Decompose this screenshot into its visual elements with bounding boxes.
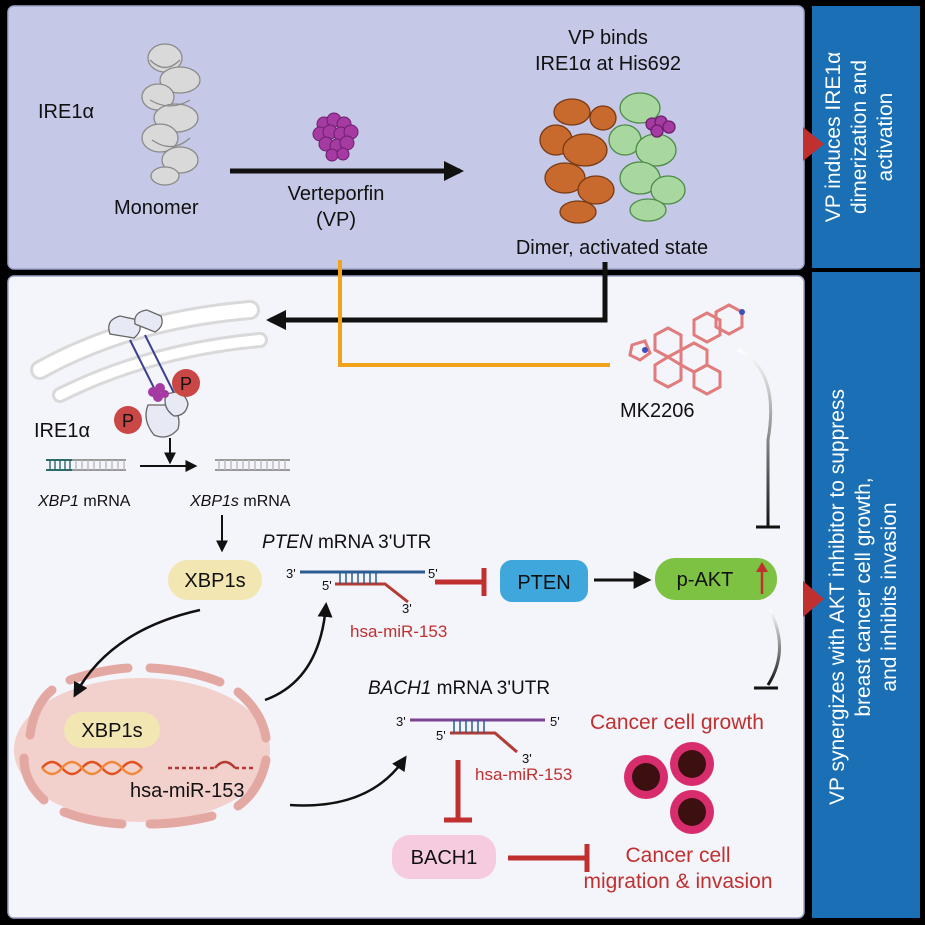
pten-mir-5prime: 5': [322, 578, 332, 593]
monomer-caption: Monomer: [114, 197, 199, 219]
mk2206-molecule-icon: [628, 303, 745, 396]
dimer-caption: Dimer, activated state: [516, 237, 708, 259]
nucleus-xbp1s-box: [64, 712, 160, 748]
bach1-mir-5prime: 5': [436, 728, 446, 743]
bach1-utr-3prime: 3': [396, 714, 406, 729]
bach1-utr-duplex-icon: [410, 718, 545, 754]
pten-utr-duplex-icon: [300, 570, 425, 604]
pten-mir-3prime: 3': [402, 601, 412, 616]
pten-box-label: PTEN: [517, 572, 570, 594]
pten-utr-3prime: 3': [286, 566, 296, 581]
drug-label-line-2: (VP): [316, 209, 356, 231]
bach1-mir-label: hsa-miR-153: [475, 765, 572, 784]
sidebar-top-line-3: activation: [874, 93, 897, 182]
nucleus-mir-label: hsa-miR-153: [130, 780, 244, 802]
xbp1-mrna-label: XBP1 mRNA: [37, 493, 131, 510]
dimer-structure-icon: [539, 92, 686, 224]
ire1-dimer-icon: [108, 309, 189, 438]
sidebar-top-line-2: dimerization and: [848, 60, 871, 214]
xbp1s-box: [168, 560, 262, 600]
sidebar-top-line-1: VP induces IRE1α: [822, 52, 845, 223]
xbp1s-mrna-label: XBP1s mRNA: [189, 493, 291, 510]
nucleus-xbp1s-label: XBP1s: [81, 720, 142, 742]
xbp1s-mrna-icon: [215, 459, 290, 471]
growth-label: Cancer cell growth: [590, 711, 764, 734]
xbp1s-box-label: XBP1s: [184, 570, 245, 592]
pakt-box-label: p-AKT: [677, 569, 734, 591]
sidebar-bottom-line-3: and inhibits invasion: [878, 502, 901, 691]
bach1-box: [392, 835, 496, 879]
phospho-marker-2: P: [172, 369, 200, 397]
dimer-to-er-arrow: [266, 262, 608, 330]
up-arrow-icon: [756, 562, 768, 594]
sidebar-bottom-line-1: VP synergizes with AKT inhibitor to supp…: [826, 389, 849, 805]
sidebar-top: [812, 6, 920, 268]
nucleus-to-bach1-mir-arrow: [289, 755, 407, 807]
sidebar-bottom: [812, 272, 920, 918]
pakt-to-growth-line: [766, 609, 781, 686]
binding-label-line-1: VP binds: [568, 27, 648, 49]
bach1-box-label: BACH1: [411, 847, 478, 869]
bach1-mir-3prime: 3': [522, 751, 532, 766]
nucleus-to-pten-mir-arrow: [264, 602, 333, 702]
xbp1s-to-nucleus-arrow: [73, 608, 201, 698]
dna-helix-icon: [41, 760, 255, 776]
migration-label-line-2: migration & invasion: [583, 870, 772, 893]
phospho-label-2: P: [180, 374, 192, 394]
sidebar-top-text: VP induces IRE1α dimerization and activa…: [822, 52, 897, 223]
cancer-cells-icon: [624, 742, 714, 834]
bach1-utr-5prime: 5': [550, 714, 560, 729]
sidebar-bottom-line-2: breast cancer cell growth,: [852, 477, 875, 716]
sidebar-bottom-pointer: [803, 581, 824, 617]
pten-utr-label: PTEN mRNA 3'UTR: [262, 532, 431, 553]
pakt-box: [655, 558, 777, 600]
drug-label-line-1: Verteporfin: [288, 183, 385, 205]
xbp1-mrna-icon: [46, 459, 126, 471]
pten-utr-5prime: 5': [428, 566, 438, 581]
migration-label-line-1: Cancer cell: [625, 844, 730, 867]
bach1-utr-label: BACH1 mRNA 3'UTR: [368, 678, 550, 699]
mk2206-inhibit-line: [737, 348, 773, 527]
ire1-membrane-label: IRE1α: [34, 420, 90, 442]
monomer-label: IRE1α: [38, 101, 94, 123]
phospho-marker-1: P: [114, 406, 142, 434]
binding-label-line-2: IRE1α at His692: [535, 53, 681, 75]
pten-box: [500, 560, 588, 602]
monomer-structure-icon: [141, 43, 201, 186]
sidebar-bottom-text: VP synergizes with AKT inhibitor to supp…: [826, 389, 901, 805]
sidebar-top-pointer: [803, 127, 824, 161]
verteporfin-molecule-icon: [312, 112, 359, 162]
phospho-label-1: P: [122, 411, 134, 431]
mk2206-label: MK2206: [620, 400, 695, 422]
vp-mk2206-connector: [338, 260, 610, 367]
pten-mir-label: hsa-miR-153: [350, 622, 447, 641]
top-panel: [7, 5, 805, 270]
